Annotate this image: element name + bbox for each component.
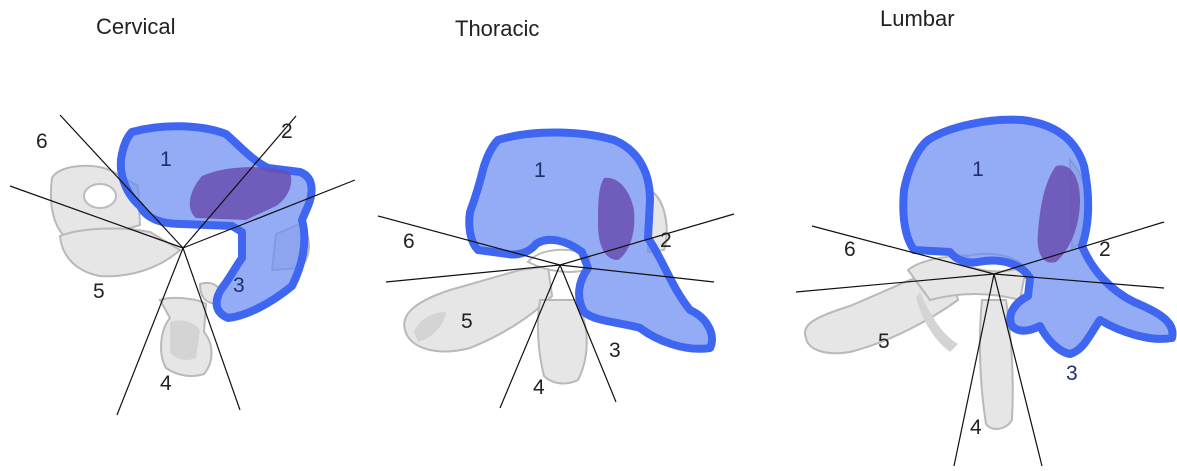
cervical-label-3: 3 (233, 274, 245, 297)
lumbar-label-5: 5 (878, 330, 890, 353)
lumbar-label-6: 6 (844, 238, 856, 261)
thoracic-label-5: 5 (461, 310, 473, 333)
thoracic-label-1: 1 (534, 159, 546, 182)
thoracic-label-4: 4 (533, 376, 545, 399)
cervical-label-5: 5 (93, 280, 105, 303)
thoracic-label-3: 3 (609, 339, 621, 362)
cervical-label-1: 1 (160, 148, 172, 171)
thoracic-label-2: 2 (660, 229, 672, 252)
thoracic-panel: Thoracic 1 2 3 4 (378, 16, 734, 408)
cervical-label-2: 2 (281, 120, 293, 143)
lumbar-label-4: 4 (970, 416, 982, 439)
thoracic-label-6: 6 (403, 230, 415, 253)
lumbar-title: Lumbar (880, 6, 955, 31)
thoracic-title: Thoracic (455, 16, 539, 41)
cervical-title: Cervical (96, 14, 175, 39)
cervical-label-4: 4 (160, 372, 172, 395)
cervical-panel: Cervical 1 (10, 14, 355, 415)
lumbar-label-2: 2 (1099, 238, 1111, 261)
lumbar-label-3: 3 (1066, 362, 1078, 385)
cervical-label-6: 6 (36, 130, 48, 153)
lumbar-panel: Lumbar 1 2 (796, 6, 1173, 466)
lumbar-label-1: 1 (972, 158, 984, 181)
lumbar-highlight-zone (903, 120, 1172, 354)
